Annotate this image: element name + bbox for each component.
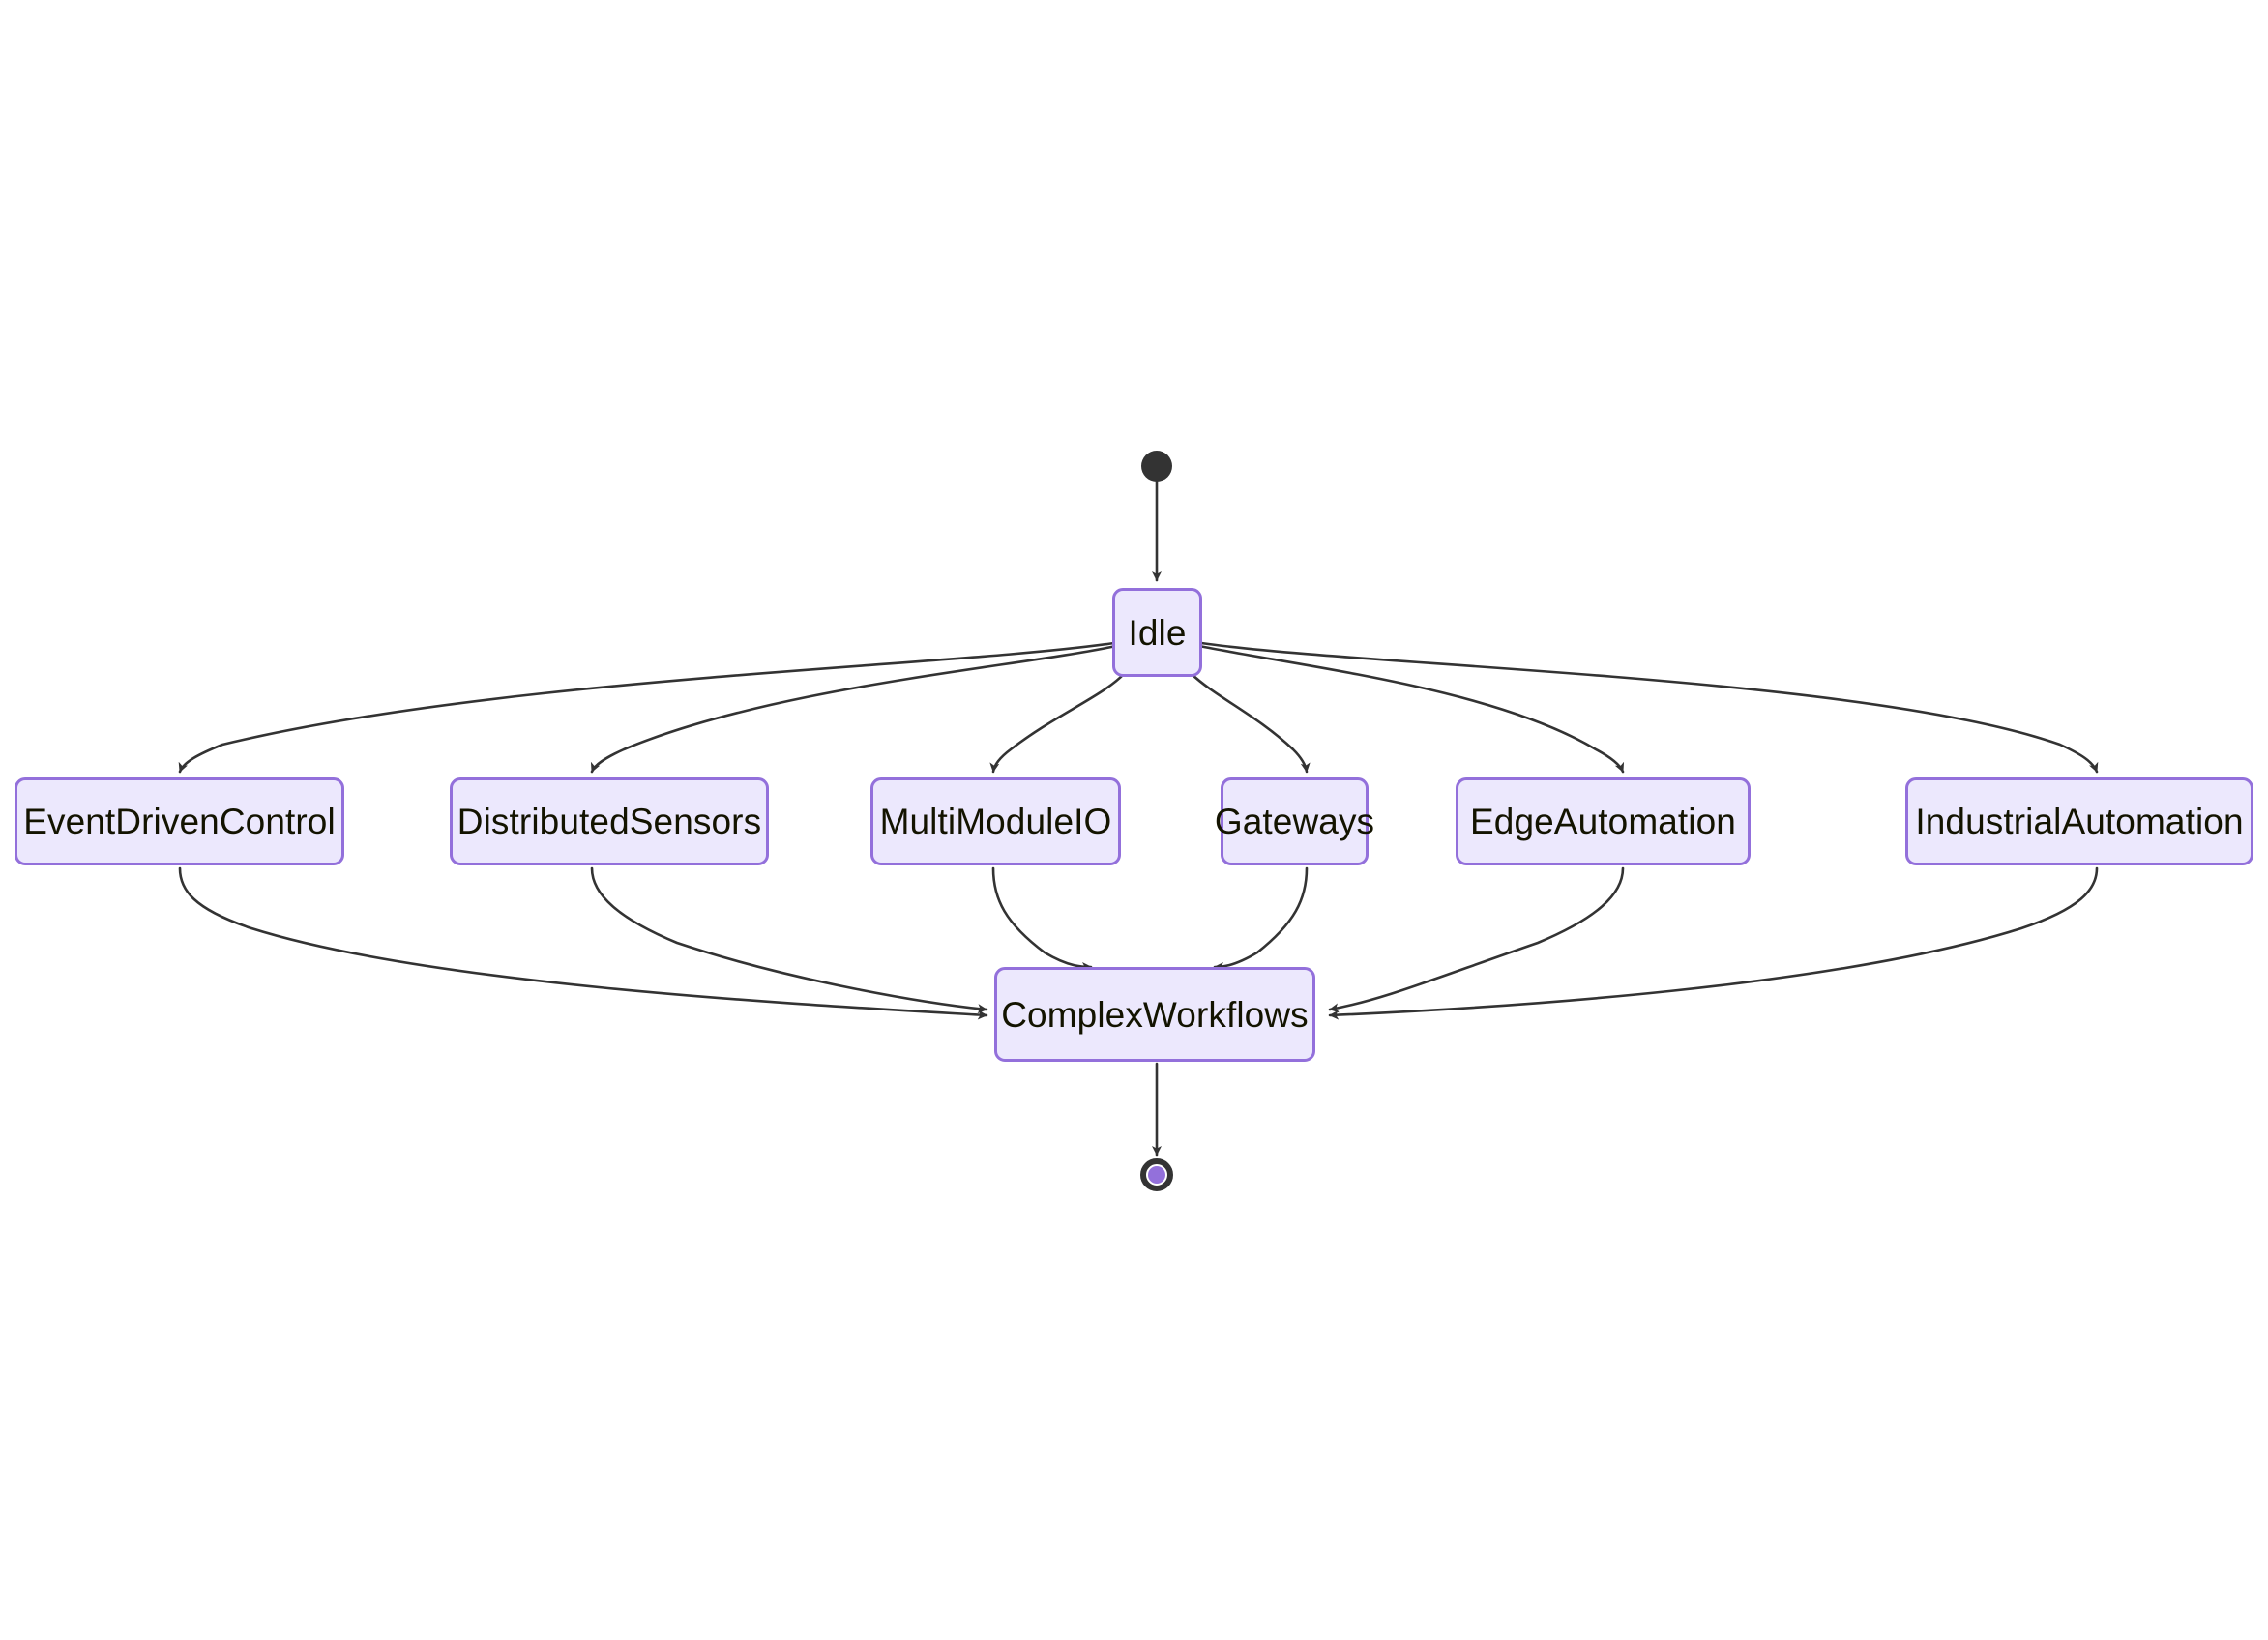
edge-idle-to-industrialautomation — [1199, 641, 2099, 774]
edge-idle-to-multimoduleio — [989, 672, 1126, 774]
state-node-idle[interactable]: Idle — [1112, 588, 1202, 677]
state-node-multimoduleio[interactable]: MultiModuleIO — [870, 777, 1121, 865]
edge-distributedsensors-to-complexworkflows — [590, 866, 988, 1014]
state-label-eventdrivencontrol: EventDrivenControl — [23, 802, 336, 841]
edge-idle-to-eventdrivencontrol — [178, 641, 1116, 774]
state-node-industrialautomation[interactable]: IndustrialAutomation — [1905, 777, 2253, 865]
edge-multimoduleio-to-complexworkflows — [991, 866, 1093, 972]
edge-industrialautomation-to-complexworkflows — [1328, 866, 2099, 1020]
edge-edgeautomation-to-complexworkflows — [1328, 866, 1625, 1013]
state-label-distributedsensors: DistributedSensors — [457, 802, 762, 841]
state-node-complexworkflows[interactable]: ComplexWorkflows — [994, 967, 1315, 1062]
state-label-idle: Idle — [1128, 612, 1187, 653]
state-node-distributedsensors[interactable]: DistributedSensors — [450, 777, 769, 865]
edge-idle-to-edgeautomation — [1197, 644, 1625, 774]
end-state-marker-inner — [1148, 1166, 1165, 1184]
edge-idle-to-gateways — [1190, 672, 1311, 774]
state-node-eventdrivencontrol[interactable]: EventDrivenControl — [15, 777, 344, 865]
edge-eventdrivencontrol-to-complexworkflows — [178, 866, 988, 1020]
state-label-gateways: Gateways — [1214, 802, 1375, 841]
edge-gateways-to-complexworkflows — [1213, 866, 1309, 972]
start-state-marker — [1141, 451, 1172, 482]
state-label-industrialautomation: IndustrialAutomation — [1915, 802, 2244, 841]
state-node-edgeautomation[interactable]: EdgeAutomation — [1456, 777, 1751, 865]
state-label-complexworkflows: ComplexWorkflows — [1001, 994, 1309, 1035]
state-label-edgeautomation: EdgeAutomation — [1470, 802, 1736, 841]
edge-idle-to-distributedsensors — [590, 644, 1118, 774]
state-label-multimoduleio: MultiModuleIO — [879, 802, 1112, 841]
state-node-gateways[interactable]: Gateways — [1215, 777, 1374, 865]
